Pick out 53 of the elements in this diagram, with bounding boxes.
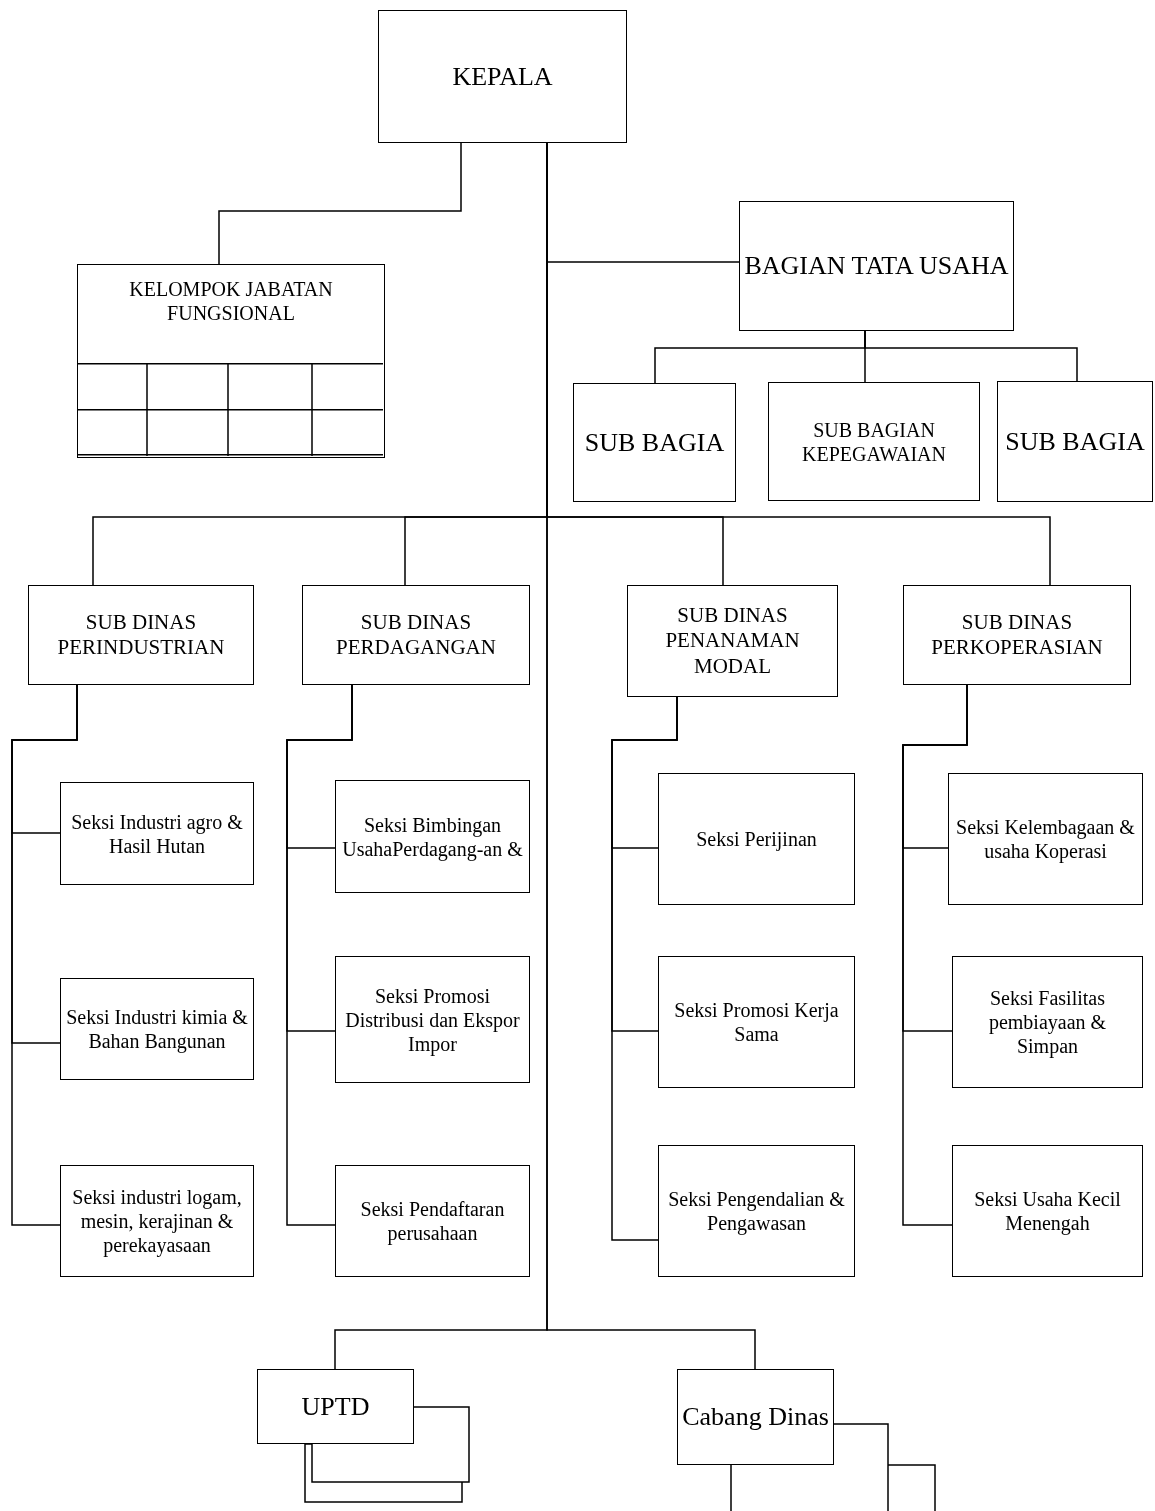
- box-label: SUB DINAS PENANAMAN MODAL: [664, 603, 801, 679]
- chart-box: [60, 978, 254, 1080]
- box-label: Seksi Usaha Kecil Menengah: [973, 1187, 1122, 1235]
- chart-box: [658, 773, 855, 905]
- box-label: BAGIAN TATA USAHA: [744, 250, 1009, 282]
- box-label: Seksi Kelembagaan & usaha Koperasi: [955, 815, 1136, 863]
- chart-box: [573, 383, 736, 502]
- chart-box: [627, 585, 838, 697]
- box-label: Seksi Promosi Kerja Sama: [673, 998, 840, 1046]
- chart-box: [952, 1145, 1143, 1277]
- chart-box: [60, 782, 254, 885]
- box-label: Seksi Fasilitas pembiayaan & Simpan: [987, 986, 1108, 1058]
- box-label: Seksi Industri kimia & Bahan Bangunan: [65, 1005, 249, 1053]
- chart-box: [948, 773, 1143, 905]
- chart-box: [739, 201, 1014, 331]
- box-label: KELOMPOK JABATAN FUNGSIONAL: [128, 277, 334, 325]
- connector-line: [902, 684, 968, 1226]
- chart-box: [335, 780, 530, 893]
- box-label: SUB BAGIAN KEPEGAWAIAN: [801, 417, 947, 466]
- box-label: Seksi Pendaftaran perusahaan: [359, 1197, 506, 1245]
- box-label: KEPALA: [452, 60, 553, 93]
- chart-box: [658, 1145, 855, 1277]
- chart-box: [28, 585, 254, 685]
- box-label: Seksi Perijinan: [696, 827, 817, 851]
- box-label: SUB BAGIA: [1005, 425, 1145, 458]
- box-label: Seksi Promosi Distribusi dan Ekspor Impor: [344, 983, 521, 1056]
- chart-box: [997, 381, 1153, 502]
- chart-box: [903, 585, 1131, 685]
- connector-line: [11, 684, 78, 1226]
- chart-box: [335, 956, 530, 1083]
- chart-box: [768, 382, 980, 501]
- connector-line: [286, 684, 353, 1226]
- connector-line: [864, 330, 1078, 382]
- box-label: Cabang Dinas: [682, 1401, 829, 1433]
- chart-box: [378, 10, 627, 143]
- box-label: UPTD: [301, 1390, 370, 1423]
- box-label: Seksi Industri agro & Hasil Hutan: [70, 809, 244, 858]
- chart-box: [952, 956, 1143, 1088]
- box-label: Seksi industri logam, mesin, kerajinan & perekayasaan: [71, 1185, 243, 1257]
- box-label: SUB DINAS PERINDUSTRIAN: [56, 609, 226, 661]
- table-box: [77, 264, 385, 458]
- connector-line: [218, 142, 462, 265]
- chart-box: [257, 1369, 414, 1444]
- connector-line: [611, 696, 678, 1241]
- box-label: SUB DINAS PERKOPERASIAN: [930, 609, 1104, 661]
- box-label: SUB DINAS PERDAGANGAN: [335, 609, 497, 661]
- box-label: SUB BAGIA: [584, 426, 725, 459]
- box-label: Seksi Pengendalian & Pengawasan: [667, 1187, 846, 1235]
- chart-box: [335, 1165, 530, 1277]
- chart-box: [658, 956, 855, 1088]
- chart-box: [302, 585, 530, 685]
- box-label: Seksi Bimbingan UsahaPerdagang-an &: [341, 812, 524, 861]
- chart-box: [60, 1165, 254, 1277]
